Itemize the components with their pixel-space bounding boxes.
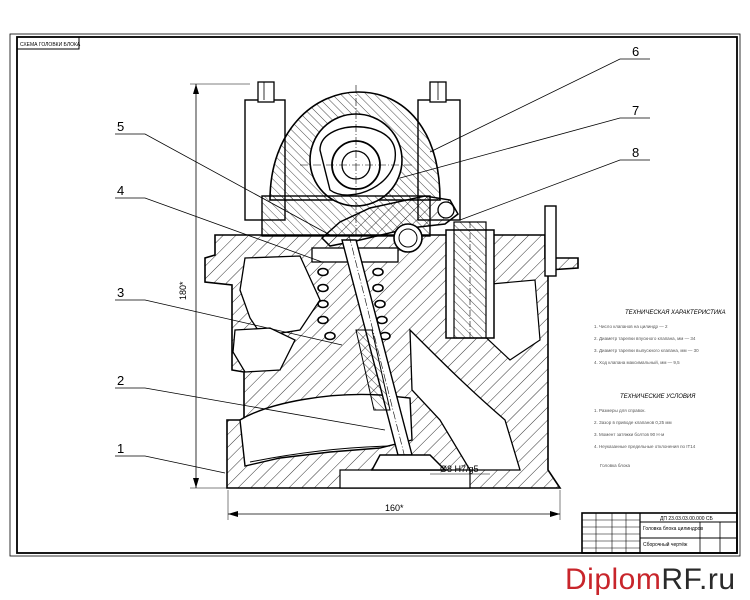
fit-designation: Ø8 H7/g5 xyxy=(440,464,479,474)
callout-7: 7 xyxy=(632,103,639,118)
title-block xyxy=(581,512,738,554)
hydraulic-lifter xyxy=(445,221,495,339)
callout-2: 2 xyxy=(117,373,124,388)
req-title: ТЕХНИЧЕСКИЕ УСЛОВИЯ xyxy=(620,394,696,400)
outer-frame xyxy=(9,33,741,557)
req-line-2: 2. Зазор в приводе клапанов 0,25 мм xyxy=(594,420,672,425)
head-stud xyxy=(544,205,557,277)
corner-stamp-text: СХЕМА ГОЛОВКИ БЛОКА xyxy=(20,42,81,48)
watermark-part2: RF.ru xyxy=(661,563,736,596)
callout-3: 3 xyxy=(117,285,124,300)
callout-4: 4 xyxy=(117,183,124,198)
req-line-1: 1. Размеры для справок. xyxy=(594,408,646,413)
title-block-name: Головка блока цилиндров xyxy=(643,526,703,532)
valve-assembly xyxy=(311,234,447,471)
corner-stamp-box xyxy=(16,36,80,50)
callout-5: 5 xyxy=(117,119,124,134)
dimension-height-label: 180* xyxy=(178,281,188,300)
spec-line-3: 3. Диаметр тарелки выпускного клапана, м… xyxy=(594,348,699,353)
watermark-logo: DiplomRF.ru xyxy=(565,560,750,600)
dimension-width-label: 160* xyxy=(385,503,404,513)
spec-title: ТЕХНИЧЕСКАЯ ХАРАКТЕРИСТИКА xyxy=(625,310,726,316)
spec-line-2: 2. Диаметр тарелки впускного клапана, мм… xyxy=(594,336,696,341)
spec-line-4: 4. Ход клапана максимальный, мм — 9,5 xyxy=(594,359,680,365)
cylinder-head-section xyxy=(204,234,579,489)
inner-frame xyxy=(16,36,738,554)
watermark-part1: Diplom xyxy=(565,563,662,596)
callout-1: 1 xyxy=(117,441,124,456)
spec-line-1: 1. Число клапанов на цилиндр — 2 xyxy=(594,324,668,329)
callout-leaders xyxy=(115,58,650,474)
req-line-4: 4. Неуказанные предельные отклонения по … xyxy=(594,444,696,449)
rocker-pivot-ball xyxy=(437,201,455,219)
title-block-code: ДП 23.03.03.00.000 СБ xyxy=(660,516,714,522)
notes-footer: Головка блока xyxy=(600,463,631,468)
title-block-subtitle: Сборочный чертёж xyxy=(643,541,688,548)
req-line-3: 3. Момент затяжки болтов 90 Н·м xyxy=(594,432,664,437)
callout-6: 6 xyxy=(632,44,639,59)
dimension-width xyxy=(227,490,561,520)
dimension-height xyxy=(190,83,250,489)
callout-8: 8 xyxy=(632,145,639,160)
